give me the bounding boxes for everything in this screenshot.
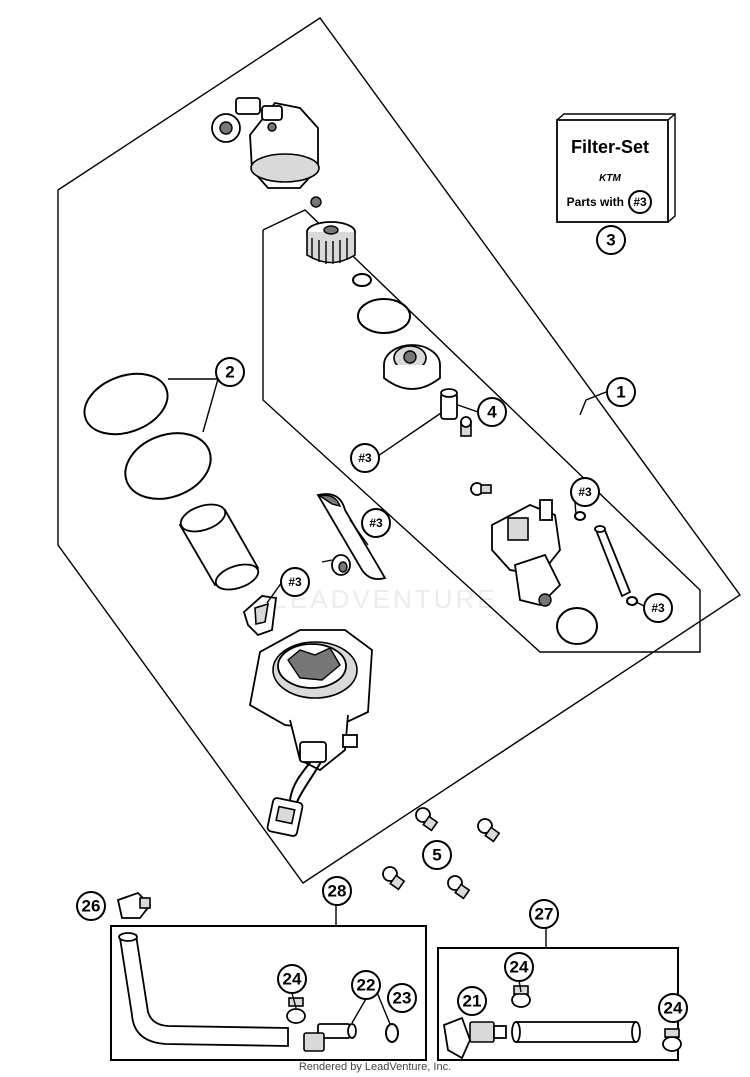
small-o-ring-part [352, 273, 372, 287]
svg-text:24: 24 [664, 999, 683, 1018]
svg-text:2: 2 [225, 363, 234, 382]
strainer-part [316, 493, 387, 580]
svg-text:1: 1 [616, 383, 625, 402]
callout-21: 21 [457, 986, 487, 1016]
svg-text:23: 23 [393, 989, 412, 1008]
svg-text:26: 26 [82, 897, 101, 916]
svg-text:21: 21 [463, 992, 482, 1011]
kit-parts-outline [262, 209, 701, 653]
pressure-regulator-part [383, 344, 441, 390]
kit-ref-badge-1: #3 [350, 443, 380, 473]
connector-26-part [116, 891, 152, 919]
svg-text:4: 4 [487, 403, 497, 422]
callout-27: 27 [529, 899, 559, 929]
hose-clamp-28-part [286, 997, 306, 1024]
lower-o-ring-part [556, 607, 598, 645]
callout-2: 2 [215, 357, 245, 387]
level-sensor-part [491, 499, 562, 607]
callout-26: 26 [76, 891, 106, 921]
fuel-filter-part [306, 221, 356, 264]
sensor-screw-part [470, 482, 492, 496]
small-screw-part [460, 416, 472, 437]
svg-text:#3: #3 [578, 485, 592, 499]
ktm-logo: KTM [599, 173, 621, 184]
pump-head-part [211, 97, 320, 189]
flange-screw-part [415, 807, 439, 832]
svg-text:5: 5 [432, 846, 441, 865]
callout-3: 3 [596, 225, 626, 255]
thin-tube-part [594, 525, 632, 598]
large-o-ring-2-part [124, 432, 212, 500]
svg-text:#3: #3 [288, 575, 302, 589]
clip-part [321, 554, 351, 576]
callout-24-left: 24 [277, 964, 307, 994]
bracket-clip-part [242, 595, 278, 637]
callout-1: 1 [606, 377, 636, 407]
callout-4: 4 [477, 397, 507, 427]
svg-text:#3: #3 [651, 601, 665, 615]
svg-text:27: 27 [535, 905, 554, 924]
tiny-o-ring-part [574, 511, 586, 521]
svg-text:24: 24 [510, 958, 529, 977]
o-ring-part [357, 298, 411, 334]
kit-ref-badge-4: #3 [280, 567, 310, 597]
svg-text:24: 24 [283, 970, 302, 989]
svg-text:22: 22 [357, 976, 376, 995]
leader-lines [168, 378, 645, 1025]
filter-set-title: Filter-Set [571, 137, 649, 157]
watermark-text: LEADVENTURE [272, 584, 497, 614]
wire-harness-part [266, 741, 327, 837]
svg-text:#3: #3 [633, 195, 647, 209]
callout-24-right: 24 [658, 993, 688, 1023]
inner-tube-part [178, 503, 260, 591]
flange-screw-4-part [447, 875, 471, 900]
callout-5: 5 [422, 840, 452, 870]
large-o-ring-part [83, 372, 169, 436]
callout-28: 28 [322, 876, 352, 906]
hose-kit-28-box [110, 925, 427, 1061]
parts-with-label: Parts with [567, 195, 624, 209]
filter-set-box: Filter-Set KTM Parts with #3 [556, 113, 676, 223]
small-seal-part [310, 196, 322, 208]
svg-text:28: 28 [328, 882, 347, 901]
kit-ref-badge-2: #3 [570, 477, 600, 507]
bent-hose-part [118, 932, 289, 1047]
callout-23: 23 [387, 983, 417, 1013]
credit-text: Rendered by LeadVenture, Inc. [299, 1061, 451, 1073]
straight-hose-27-part [511, 1021, 641, 1043]
filter-set-ref-badge: #3 [628, 190, 652, 214]
hose-clamp-loose-part [662, 1028, 682, 1052]
svg-text:3: 3 [606, 231, 615, 250]
flange-screw-2-part [477, 818, 501, 843]
callout-24-middle: 24 [504, 952, 534, 982]
o-ring-23-part [385, 1023, 399, 1043]
tube-o-ring-part [626, 596, 638, 606]
svg-text:#3: #3 [369, 516, 383, 530]
assembly-outline [57, 17, 741, 884]
kit-ref-badge-5: #3 [643, 593, 673, 623]
quick-connector-21-part [442, 1016, 507, 1060]
kit-ref-badge-3: #3 [361, 508, 391, 538]
callout-22: 22 [351, 970, 381, 1000]
svg-text:#3: #3 [358, 451, 372, 465]
flange-screw-3-part [382, 866, 406, 891]
fitting-22-part [303, 1023, 357, 1052]
sleeve-part [440, 388, 458, 420]
